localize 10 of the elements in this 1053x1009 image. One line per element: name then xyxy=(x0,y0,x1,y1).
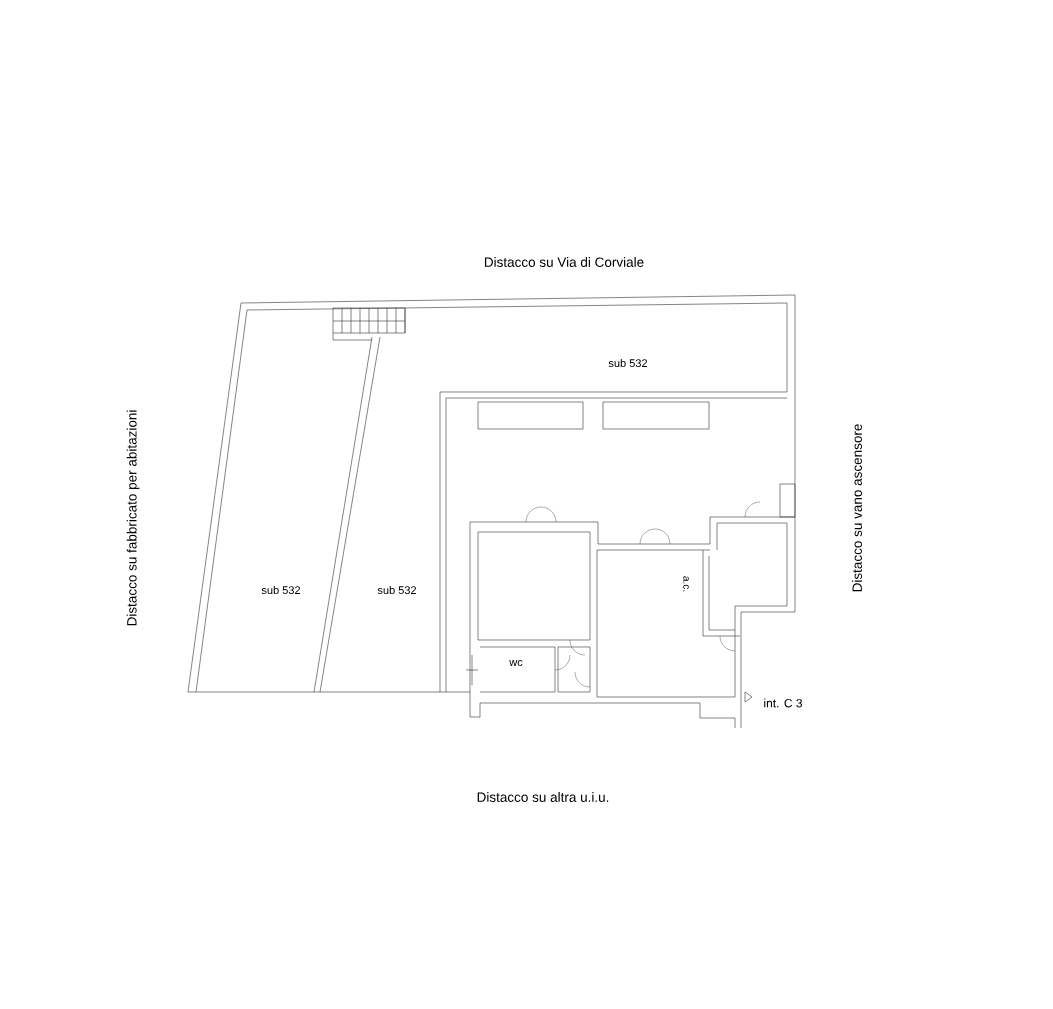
side-label: Distacco su vano ascensore xyxy=(852,424,862,592)
room-label: sub 532 xyxy=(608,358,647,368)
unit-label: int. C 3 xyxy=(764,698,803,708)
room-label: sub 532 xyxy=(377,585,416,595)
side-label: Distacco su Via di Corviale xyxy=(484,257,644,267)
room-label: a.c. xyxy=(683,576,689,592)
side-label: Distacco su fabbricato per abitazioni xyxy=(126,410,140,626)
room-label: sub 532 xyxy=(261,585,300,595)
room-label: wc xyxy=(509,660,523,666)
side-label: Distacco su altra u.i.u. xyxy=(477,792,609,802)
